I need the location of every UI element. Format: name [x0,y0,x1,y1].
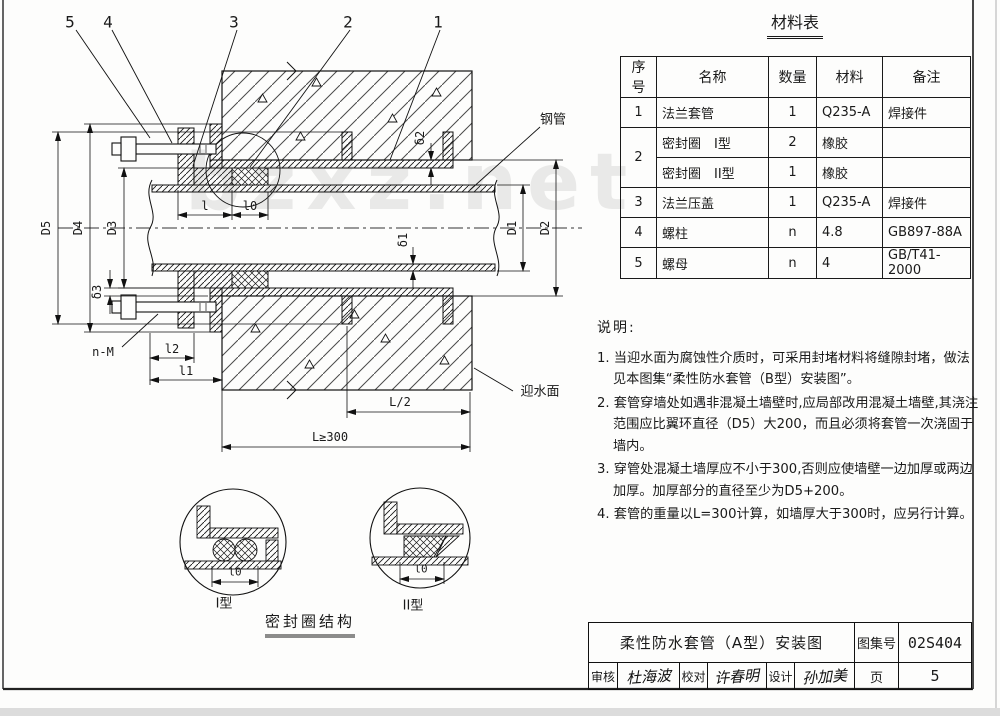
table-row: 密封圈 II型 1 橡胶 [621,157,971,188]
review-signature: 杜海波 [617,663,679,689]
table-row: 4 螺柱 n 4.8 GB897-88A [620,217,971,248]
sheet-title: 柔性防水套管（A型）安装图 [589,623,854,663]
check-label: 校对 [679,663,707,689]
dim-d4: D4 [71,220,85,236]
dim-l-min: L≥300 [311,430,349,444]
detail2-dim-l0: l0 [414,562,428,576]
title-block: 柔性防水套管（A型）安装图 图集号 02S404 审核 杜海波 校对 许春明 设… [588,622,972,690]
callout-2: 2 [343,12,353,32]
dim-delta2: δ2 [413,130,427,146]
design-label: 设计 [766,663,794,689]
table-row: 5 螺母 n 4 GB/T41-2000 [620,247,971,279]
detail1-dim-l0: l0 [228,565,242,579]
seal-structure-caption: 密封圈结构 [264,611,356,638]
dim-l2: l2 [164,342,180,356]
dim-l-half: L/2 [389,395,411,409]
note-item-2: 2. 套管穿墙处如遇非混凝土墙壁时,应局部改用混凝土墙壁,其浇注范围应比翼环直径… [597,395,979,454]
col-material: 材料 [816,56,883,98]
note-item-1: 1. 当迎水面为腐蚀性介质时，可采用封堵材料将缝隙封堵，做法见本图集“柔性防水套… [597,350,970,388]
table-row: 3 法兰压盖 1 Q235-A 焊接件 [620,187,971,218]
table-row: 1 法兰套管 1 Q235-A 焊接件 [620,97,971,128]
callout-4: 4 [103,12,113,32]
dim-delta1: δ1 [396,232,410,248]
water-face-label: 迎水面 [520,384,560,400]
table-row: 2 密封圈 I型 2 橡胶 [620,127,971,188]
review-label: 审核 [590,669,615,684]
materials-header-row: 序号 名称 数量 材料 备注 [620,56,971,98]
callout-1: 1 [433,12,443,32]
dim-d2: D2 [538,220,552,236]
dim-d1: D1 [505,220,519,236]
watermark: bzxz.net [185,138,638,228]
n-m-label: n-M [92,345,114,359]
col-qty: 数量 [768,56,817,98]
dim-l0: l0 [242,199,258,213]
dim-l: l [201,199,209,213]
col-name: 名称 [656,56,769,98]
atlas-no-label: 图集号 [854,623,898,663]
dim-d3: D3 [105,220,119,236]
page-number: 5 [898,663,971,689]
detail1-type-label: I型 [215,596,233,612]
note-item-4: 4. 套管的重量以L=300计算，如墙厚大于300时，应另行计算。 [597,507,973,522]
dim-delta3: δ3 [90,284,104,300]
materials-table: 序号 名称 数量 材料 备注 1 法兰套管 1 Q235-A 焊接件 2 密封圈… [620,56,971,279]
steel-pipe-label: 钢管 [539,112,567,128]
check-signature: 许春明 [707,663,766,689]
design-signature: 孙加美 [794,663,854,689]
detail2-type-label: II型 [402,598,424,614]
note-item-3: 3. 穿管处混凝土墙厚应不小于300,否则应使墙壁一边加厚或两边加厚。加厚部分的… [597,462,973,499]
dim-l1: l1 [178,364,194,378]
page-label: 页 [854,663,898,689]
notes-title: 说明: [597,320,636,336]
atlas-no-value: 02S404 [898,623,971,663]
materials-table-title: 材料表 [766,9,824,39]
col-seq: 序号 [620,56,657,98]
dim-d5: D5 [39,220,53,236]
col-remark: 备注 [882,56,971,98]
callout-5: 5 [65,12,75,32]
callout-3: 3 [229,12,239,32]
notes-section: 说明: 1. 当迎水面为腐蚀性介质时，可采用封堵材料将缝隙封堵，做法见本图集“柔… [597,318,981,528]
